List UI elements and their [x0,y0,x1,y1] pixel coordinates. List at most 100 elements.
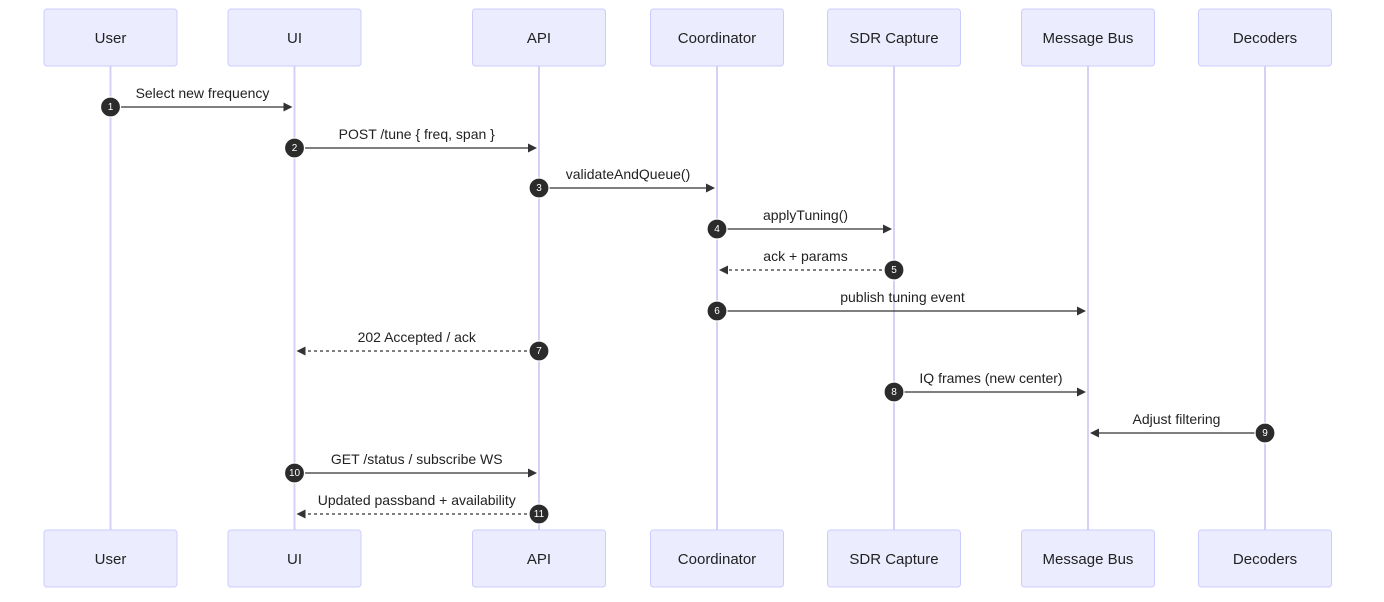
sequence-number: 4 [714,224,720,235]
participant-box [227,529,362,588]
participant-label: SDR Capture [849,551,938,568]
sequence-number: 10 [289,468,301,479]
participant-box [227,8,362,67]
participants-bottom: User UI API Coordinator SDR Capture Message B… [43,529,1332,588]
participant-ui-bottom: UI [227,529,362,588]
arrowhead-icon [719,265,728,275]
participant-label: Coordinator [678,551,756,568]
message-label: Updated passband + availability [318,492,516,508]
sequence-number: 7 [536,346,542,357]
message-5: ack + params 5 [719,248,905,281]
message-9: Adjust filtering 9 [1090,411,1276,444]
message-1: Select new frequency 1 [99,85,293,118]
participant-label: UI [287,551,302,568]
message-label: IQ frames (new center) [919,370,1062,386]
message-label: validateAndQueue() [566,166,691,182]
participant-box [827,8,961,67]
arrowhead-icon [283,102,293,112]
participant-label: API [527,551,551,568]
sequence-number: 2 [292,143,298,154]
participant-box [472,8,606,67]
lifelines [109,66,1266,530]
sequence-number-badge [883,259,905,281]
message-7: 202 Accepted / ack 7 [296,329,550,362]
participant-box [472,529,606,588]
participant-ui-top: UI [227,8,362,67]
participant-box [827,529,961,588]
message-4: applyTuning() 4 [706,207,892,240]
message-2: POST /tune { freq, span } 2 [283,126,537,159]
message-label: GET /status / subscribe WS [331,451,503,467]
participant-label: Message Bus [1043,30,1134,47]
participant-user-bottom: User [43,529,178,588]
arrowhead-icon [296,346,306,356]
participant-label: UI [287,30,302,47]
arrowhead-icon [528,143,537,153]
participant-box [1021,8,1155,67]
message-label: publish tuning event [840,289,965,305]
participant-label: SDR Capture [849,30,938,47]
message-label: ack + params [763,248,847,264]
sequence-number-badge [99,96,122,118]
message-label: 202 Accepted / ack [358,329,477,345]
participant-bus-top: Message Bus [1021,8,1155,67]
participant-sdr-bottom: SDR Capture [827,529,961,588]
participant-label: Decoders [1233,551,1297,568]
participant-sdr-top: SDR Capture [827,8,961,67]
sequence-number: 1 [108,102,114,113]
sequence-number: 8 [891,387,897,398]
sequence-number-badge [283,462,306,484]
arrowhead-icon [528,468,537,478]
arrowhead-icon [1090,428,1099,438]
message-10: GET /status / subscribe WS 10 [283,451,537,484]
arrowhead-icon [1077,306,1086,316]
participant-api-top: API [472,8,606,67]
participant-box [43,529,178,588]
sequence-number: 11 [534,509,545,520]
message-3: validateAndQueue() 3 [528,166,715,199]
sequence-number-badge [706,300,728,322]
participant-user-top: User [43,8,178,67]
participant-box [1021,529,1155,588]
sequence-number-badge [1254,422,1276,444]
participant-coordinator-top: Coordinator [650,8,784,67]
participant-coordinator-bottom: Coordinator [650,529,784,588]
participant-label: Decoders [1233,30,1297,47]
participant-box [1198,529,1332,588]
sequence-number: 9 [1262,428,1268,439]
sequence-number: 5 [891,265,897,276]
sequence-number-badge [528,177,550,199]
participant-bus-bottom: Message Bus [1021,529,1155,588]
participant-box [1198,8,1332,67]
message-label: Adjust filtering [1133,411,1221,427]
sequence-number-badge [528,503,550,525]
message-label: POST /tune { freq, span } [339,126,495,142]
arrowhead-icon [706,183,715,193]
arrowhead-icon [883,224,892,234]
participant-box [43,8,178,67]
message-6: publish tuning event 6 [706,289,1086,322]
sequence-number: 3 [536,183,542,194]
arrowhead-icon [296,509,306,519]
arrowhead-icon [1077,387,1086,397]
sequence-number-badge [528,340,550,362]
participant-label: User [95,551,127,568]
participant-box [650,529,784,588]
sequence-number: 6 [714,306,720,317]
message-8: IQ frames (new center) 8 [883,370,1086,403]
participant-label: User [95,30,127,47]
participant-box [650,8,784,67]
message-label: Select new frequency [136,85,270,101]
sequence-number-badge [883,381,905,403]
participant-api-bottom: API [472,529,606,588]
message-label: applyTuning() [763,207,848,223]
sequence-number-badge [706,218,728,240]
participant-label: Coordinator [678,30,756,47]
participant-decoders-top: Decoders [1198,8,1332,67]
sequence-number-badge [283,137,306,159]
message-11: Updated passband + availability 11 [296,492,550,525]
participant-label: Message Bus [1043,551,1134,568]
participant-decoders-bottom: Decoders [1198,529,1332,588]
